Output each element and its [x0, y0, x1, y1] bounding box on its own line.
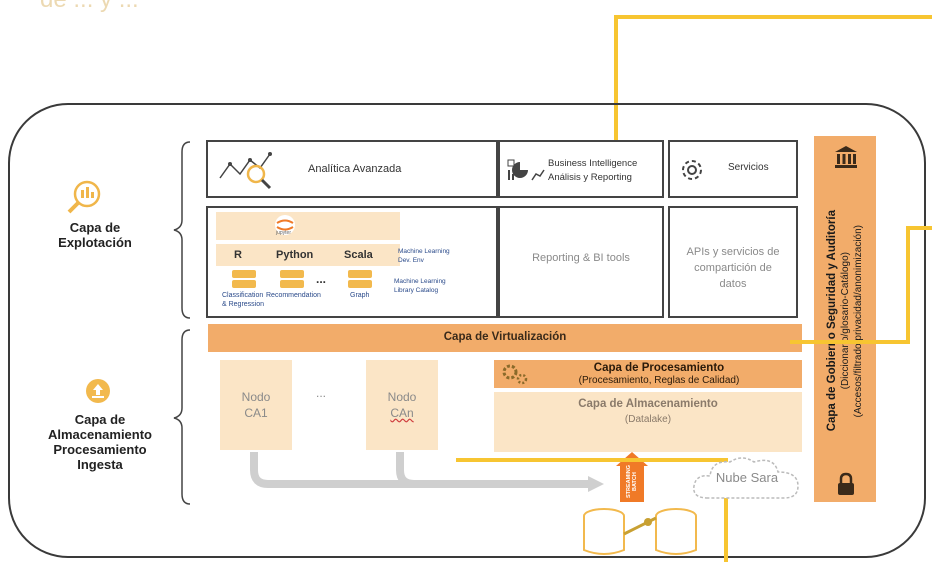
nodo-can-box: Nodo CAn [366, 360, 438, 450]
nodo-ca1-label-1: Nodo [241, 390, 271, 404]
business-intelligence-box: Business Intelligence Análisis y Reporti… [498, 140, 664, 198]
servicios-label: Servicios [728, 162, 769, 173]
brace-explotacion [173, 141, 191, 319]
connector-line-top-horizontal [614, 15, 932, 19]
gears-icon [502, 364, 528, 385]
connector-line-right-horizontal [790, 340, 910, 344]
ml-dev-env-1: Machine Learning [398, 248, 450, 255]
lib-regression: & Regression [222, 301, 265, 308]
connector-line-right-vertical [906, 226, 910, 344]
apis-label-3: datos [719, 278, 747, 290]
brace-almacenamiento [173, 329, 191, 505]
connector-line-bottom-horizontal [456, 458, 728, 462]
almacenamiento-subtitle: (Datalake) [624, 414, 672, 425]
connector-line-bottom-vertical [724, 458, 728, 562]
ml-library-1: Machine Learning [394, 278, 446, 285]
node-flow-arrow [250, 452, 604, 492]
bi-chart-icon [507, 159, 545, 181]
database-icons [583, 508, 697, 555]
jupyter-label: jupyter [276, 230, 292, 236]
lib-recommendation: Recommendation [266, 292, 321, 299]
lib-stack-icon-1 [232, 270, 256, 278]
nodo-can-label-2: CAn [390, 406, 414, 420]
apis-label-1: APIs y servicios de [686, 246, 780, 258]
label-capa-almacenamiento: Capa de Almacenamiento Procesamiento Ing… [47, 412, 153, 472]
apis-label-2: compartición de [694, 262, 772, 274]
capa-almacenamiento-box: Capa de Almacenamiento (Datalake) [494, 392, 802, 452]
lang-scala: Scala [344, 249, 373, 261]
ml-library-2: Library Catalog [394, 287, 439, 294]
lib-ellipsis: ... [316, 272, 327, 286]
apis-box: APIs y servicios de compartición de dato… [668, 206, 798, 318]
nodo-ca1-box: Nodo CA1 [220, 360, 292, 450]
lock-icon [838, 472, 854, 495]
connector-line-top [614, 15, 618, 141]
lib-graph: Graph [350, 292, 370, 299]
capa-procesamiento-bar: Capa de Procesamiento (Procesamiento, Re… [494, 360, 802, 388]
top-cropped-text: de ... y ... [40, 0, 139, 14]
lib-stack-icon-3b [348, 280, 372, 288]
analytics-icon [67, 180, 101, 214]
analytics-chart-icon [219, 152, 272, 190]
bi-label-2: Análisis y Reporting [548, 172, 632, 183]
gobierno-text-block: Capa de Gobierno Seguridad y Auditoría (… [814, 176, 876, 466]
procesamiento-subtitle: (Procesamiento, Reglas de Calidad) [578, 375, 740, 386]
analitica-avanzada-label: Analítica Avanzada [308, 163, 402, 175]
ml-environment-box: jupyter R Python Scala Machine Learning … [206, 206, 498, 318]
gobierno-line2: (Diccionario/glosario-Catálogo) [840, 252, 851, 390]
bank-icon [835, 146, 857, 168]
upload-icon [85, 378, 111, 404]
nube-sara-label: Nube Sara [715, 470, 779, 485]
lib-stack-icon-2b [280, 280, 304, 288]
lib-classification: Classification [222, 292, 264, 299]
lang-r: R [234, 249, 242, 261]
label-capa-explotacion: Capa de Explotación [58, 220, 132, 250]
lang-python: Python [276, 249, 314, 261]
nodo-ca1-label-2: CA1 [244, 406, 268, 420]
jupyter-band: jupyter [216, 212, 400, 240]
lib-stack-icon-3 [348, 270, 372, 278]
almacenamiento-title: Capa de Almacenamiento [578, 398, 718, 410]
servicios-box: Servicios [668, 140, 798, 198]
gear-icon [682, 160, 702, 180]
connector-line-right-top [906, 226, 932, 230]
procesamiento-title: Capa de Procesamiento [593, 362, 725, 374]
jupyter-icon [275, 215, 295, 235]
streaming-batch-label: STREAMING BATCH [626, 465, 638, 499]
lib-stack-icon-2 [280, 270, 304, 278]
lib-stack-icon-1b [232, 280, 256, 288]
reporting-tools-label: Reporting & BI tools [532, 252, 630, 264]
nodos-ellipsis: ... [316, 386, 327, 400]
capa-virtualizacion-bar: Capa de Virtualización [208, 324, 802, 352]
lang-band [216, 244, 400, 266]
reporting-tools-box: Reporting & BI tools [498, 206, 664, 318]
ml-dev-env-2: Dev. Env [398, 257, 424, 264]
gobierno-title: Capa de Gobierno Seguridad y Auditoría [826, 210, 838, 432]
bi-label-1: Business Intelligence [548, 158, 638, 169]
architecture-frame [8, 103, 926, 558]
capa-gobierno-bar: Capa de Gobierno Seguridad y Auditoría (… [814, 136, 876, 502]
nube-sara-cloud: Nube Sara [690, 454, 804, 504]
analitica-avanzada-box: Analítica Avanzada [206, 140, 498, 198]
virtualizacion-label: Capa de Virtualización [443, 331, 567, 343]
gobierno-line3: (Accesos/filtrado/privacidad/anonimizaci… [853, 224, 864, 418]
nodo-can-label-1: Nodo [387, 390, 417, 404]
